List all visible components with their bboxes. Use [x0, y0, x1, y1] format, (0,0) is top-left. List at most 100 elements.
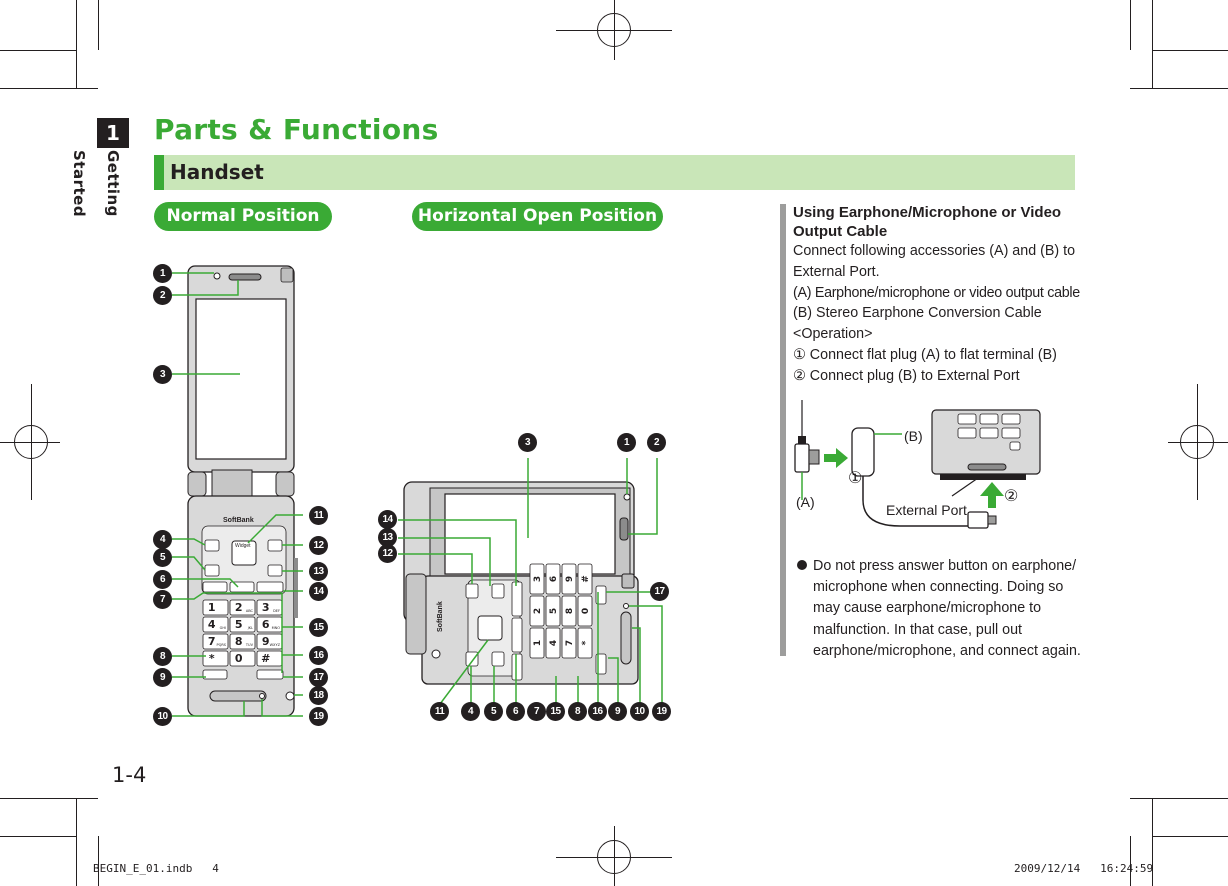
- connection-diagram: [794, 400, 1041, 529]
- keypad-key: [229, 650, 256, 667]
- keypad-key-label: #: [581, 575, 591, 583]
- callout-8: 8: [153, 647, 172, 666]
- callout-9: 9: [153, 668, 172, 687]
- keypad-key: [561, 627, 577, 659]
- callout-h-19: 19: [652, 702, 671, 721]
- keypad-key: [529, 627, 545, 659]
- keypad-key: [229, 616, 256, 633]
- keypad-key: [577, 595, 593, 627]
- keypad-key-label: 0: [581, 608, 591, 614]
- earphone-note: Using Earphone/Microphone or Video Outpu…: [793, 203, 1083, 387]
- keypad-key: [561, 563, 577, 595]
- keypad-key-label: 2: [235, 601, 243, 614]
- keypad-key-label: 8: [565, 608, 575, 614]
- callout-2: 2: [153, 286, 172, 305]
- footer-timestamp: 2009/12/14 16:24:59: [1014, 862, 1154, 875]
- keypad-key: [577, 563, 593, 595]
- keypad-key-label: 5: [235, 618, 243, 631]
- keypad-key-label: 9: [262, 635, 270, 648]
- callout-1: 1: [153, 264, 172, 283]
- callout-h-11: 11: [430, 702, 449, 721]
- keypad-key-letters: PQRS: [216, 643, 226, 647]
- keypad-key-label: 6: [262, 618, 270, 631]
- keypad-key-letters: MNO: [272, 626, 281, 630]
- note-bullet: Do not press answer button on earphone/ …: [813, 558, 1081, 659]
- callout-10: 10: [153, 707, 172, 726]
- page-title: Parts & Functions: [154, 113, 439, 146]
- callout-18: 18: [309, 686, 328, 705]
- section-bar: [154, 155, 1075, 190]
- note-line: ① Connect flat plug (A) to flat terminal…: [793, 346, 1057, 363]
- keypad-key-label: 7: [208, 635, 216, 648]
- callout-h-15: 15: [546, 702, 565, 721]
- keypad-key: [229, 599, 256, 616]
- brand-horizontal: SoftBank: [437, 601, 444, 632]
- page-number: 1-4: [112, 763, 147, 787]
- callout-17: 17: [309, 668, 328, 687]
- keypad-key: [545, 563, 561, 595]
- diagram-label-b: (B): [904, 428, 923, 444]
- callout-h-9: 9: [608, 702, 627, 721]
- keypad-key: [529, 563, 545, 595]
- diagram-label-a: (A): [796, 494, 815, 510]
- keypad-key: [561, 595, 577, 627]
- chapter-number: 1: [97, 118, 129, 148]
- keypad-key-letters: TUV: [245, 643, 254, 647]
- keypad-key-label: 1: [208, 601, 216, 614]
- note-line: <Operation>: [793, 326, 873, 343]
- keypad-key: [202, 616, 229, 633]
- callout-h-4: 4: [461, 702, 480, 721]
- callout-13: 13: [309, 562, 328, 581]
- callout-15: 15: [309, 618, 328, 637]
- diagram-port-label: External Port: [886, 502, 967, 518]
- diagram-step-2: ②: [1004, 488, 1019, 505]
- footer-file: BEGIN_E_01.indb 4: [93, 862, 219, 875]
- note-line: (A) Earphone/microphone or video output …: [793, 284, 1080, 301]
- keypad-key-label: 4: [549, 640, 559, 646]
- keypad-key: [202, 650, 229, 667]
- callout-5: 5: [153, 548, 172, 567]
- callout-h-16: 16: [588, 702, 607, 721]
- diagram-step-1: ①: [848, 470, 863, 487]
- callout-14: 14: [309, 582, 328, 601]
- callout-11: 11: [309, 506, 328, 525]
- callout-h-7: 7: [527, 702, 546, 721]
- keypad-key-label: 3: [262, 601, 270, 614]
- note-line: ② Connect plug (B) to External Port: [793, 367, 1020, 384]
- keypad-key-label: *: [581, 640, 591, 645]
- note-sidebar-rule: [780, 204, 786, 656]
- callout-h-12: 12: [378, 544, 397, 563]
- keypad-key-label: 1: [533, 640, 543, 646]
- callout-6: 6: [153, 570, 172, 589]
- keypad-key-label: #: [261, 652, 270, 665]
- callout-h-1: 1: [617, 433, 636, 452]
- keypad-key: [577, 627, 593, 659]
- keypad-key-letters: ABC: [246, 609, 254, 613]
- keypad-key-label: 3: [533, 576, 543, 582]
- callout-16: 16: [309, 646, 328, 665]
- callout-7: 7: [153, 590, 172, 609]
- callout-12: 12: [309, 536, 328, 555]
- note-line: (B) Stereo Earphone Conversion Cable: [793, 305, 1042, 322]
- callout-4: 4: [153, 530, 172, 549]
- callout-19: 19: [309, 707, 328, 726]
- callout-h-2: 2: [647, 433, 666, 452]
- note-line: Connect following accessories (A) and (B…: [793, 243, 1076, 259]
- keypad-key-label: 6: [549, 576, 559, 582]
- bullet-dot: [797, 560, 807, 570]
- keypad-key: [202, 633, 229, 650]
- normal-position-label: Normal Position: [154, 202, 332, 231]
- keypad-key-letters: DEF: [273, 609, 280, 613]
- callout-3: 3: [153, 365, 172, 384]
- keypad-key-label: 0: [235, 652, 243, 665]
- callout-h-3: 3: [518, 433, 537, 452]
- callout-h-17: 17: [650, 582, 669, 601]
- keypad-key: [229, 633, 256, 650]
- keypad-key-label: 8: [235, 635, 243, 648]
- section-title: Handset: [170, 160, 264, 184]
- keypad-key-letters: GHI: [220, 626, 226, 630]
- callout-h-6: 6: [506, 702, 525, 721]
- note-title: Using Earphone/Microphone or Video Outpu…: [793, 204, 1062, 240]
- callout-h-14: 14: [378, 510, 397, 529]
